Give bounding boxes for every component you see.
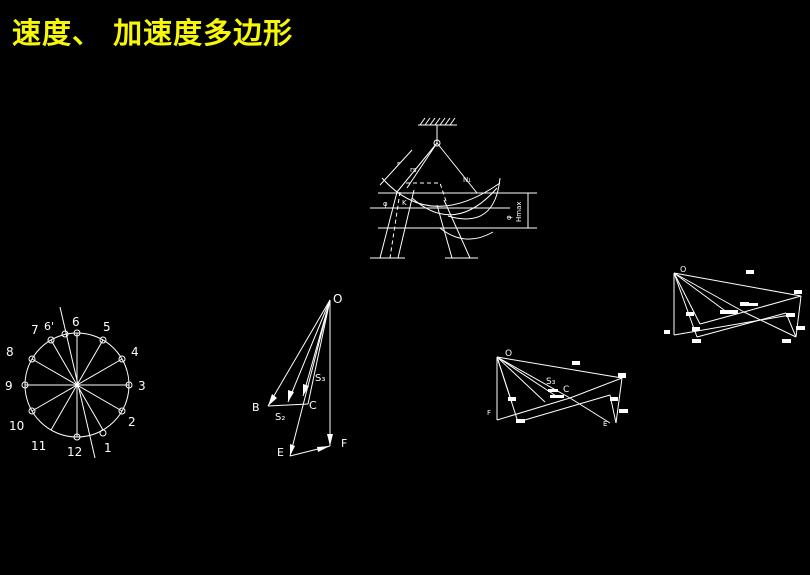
mechanism-label-rs: rs — [410, 166, 417, 174]
velocity-s3-label: S₃ — [315, 373, 325, 384]
acceleration-polygon-2: O — [664, 265, 805, 343]
mechanism-label-n1: N₁ — [463, 176, 471, 184]
accel1-c-label: C — [563, 385, 569, 395]
position-label-9: 9 — [5, 379, 13, 393]
velocity-e-label: E — [277, 446, 284, 459]
mechanism-label-hmax: Hmax — [515, 201, 523, 222]
position-label-2: 2 — [128, 415, 136, 429]
position-label-10: 10 — [9, 419, 24, 433]
position-label-11: 11 — [31, 439, 46, 453]
mechanism-label-phi-2: φ — [505, 215, 513, 220]
position-label-1: 1 — [104, 441, 112, 455]
accel1-pole-label: O — [505, 349, 512, 359]
accel1-s3-label: S₃ — [546, 377, 556, 387]
velocity-polygon: O B C E F S₃ S₂ — [252, 292, 347, 459]
position-label-8: 8 — [6, 345, 14, 359]
mechanism-sketch: r rs N₁ K Hmax φ φ — [370, 117, 537, 259]
position-label-6-prime: 6' — [44, 320, 54, 333]
velocity-b-label: B — [252, 401, 260, 414]
velocity-f-label: F — [341, 437, 347, 450]
position-label-5: 5 — [103, 320, 111, 334]
acceleration-polygon-1: O C E F S₃ — [487, 349, 628, 428]
crank-position-circle: 1 2 3 4 5 6 7 8 9 10 11 12 6' — [5, 306, 146, 459]
velocity-c-label: C — [309, 399, 317, 412]
velocity-pole-label: O — [333, 292, 342, 306]
accel1-e-label: E — [603, 420, 607, 428]
position-label-7: 7 — [31, 323, 39, 337]
accel2-annotations — [664, 270, 805, 343]
position-label-4: 4 — [131, 345, 139, 359]
mechanism-label-k: K — [402, 199, 407, 207]
ground-hatching — [419, 117, 456, 126]
accel1-annotations — [508, 361, 628, 423]
accel2-pole-label: O — [680, 265, 686, 274]
position-markers — [21, 329, 133, 441]
position-label-3: 3 — [138, 379, 146, 393]
position-label-6: 6 — [72, 315, 80, 329]
position-label-12: 12 — [67, 445, 82, 459]
velocity-s2-label: S₂ — [275, 412, 285, 423]
accel1-f-label: F — [487, 409, 491, 417]
mechanism-label-r: r — [397, 160, 400, 168]
page-title: 速度、 加速度多边形 — [12, 16, 294, 50]
velocity-arrowheads — [268, 384, 333, 456]
mechanism-label-phi-1: φ — [383, 200, 388, 208]
